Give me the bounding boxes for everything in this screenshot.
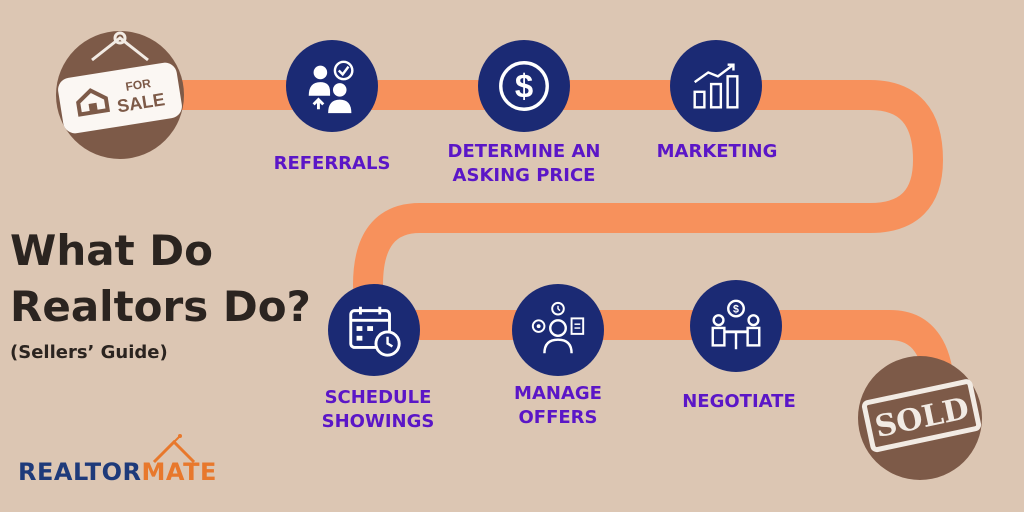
- brand-house-logo-icon: [152, 434, 196, 464]
- step-node-showings: [328, 284, 420, 376]
- step-label-asking-price: DETERMINE AN ASKING PRICE: [447, 141, 601, 186]
- brand-logo-part1: REALTOR: [18, 458, 142, 486]
- svg-text:$: $: [733, 303, 739, 315]
- negotiation-icon: $: [711, 299, 761, 350]
- page-subtitle: (Sellers’ Guide): [10, 342, 168, 363]
- sold-badge: SOLD: [858, 356, 982, 480]
- step-label-referrals: REFERRALS: [273, 153, 391, 174]
- step-label-marketing: MARKETING: [656, 141, 778, 162]
- for-sale-badge: FOR SALE: [56, 31, 184, 159]
- step-node-asking-price: $: [478, 40, 570, 132]
- growth-chart-icon: [693, 63, 739, 109]
- dollar-icon: $: [499, 61, 549, 111]
- brand-logo-part2: MATE: [141, 458, 217, 486]
- step-node-marketing: [670, 40, 762, 132]
- step-node-offers: [512, 284, 604, 376]
- step-node-referrals: [286, 40, 378, 132]
- step-node-negotiate: $: [690, 280, 782, 372]
- manager-icon: [531, 301, 585, 354]
- for-sale-small-text: FOR: [125, 76, 153, 94]
- page-title-line2: Realtors Do?: [10, 282, 311, 331]
- step-label-negotiate: NEGOTIATE: [682, 391, 796, 412]
- page-title-line1: What Do: [10, 226, 213, 275]
- brand-logo: REALTORMATE: [18, 458, 217, 486]
- calendar-clock-icon: [349, 306, 401, 357]
- step-label-showings: SCHEDULE SHOWINGS: [321, 387, 435, 432]
- step-label-offers: MANAGE OFFERS: [514, 383, 602, 428]
- house-icon: [76, 88, 111, 117]
- referrals-icon: [308, 60, 354, 114]
- svg-text:$: $: [515, 68, 533, 105]
